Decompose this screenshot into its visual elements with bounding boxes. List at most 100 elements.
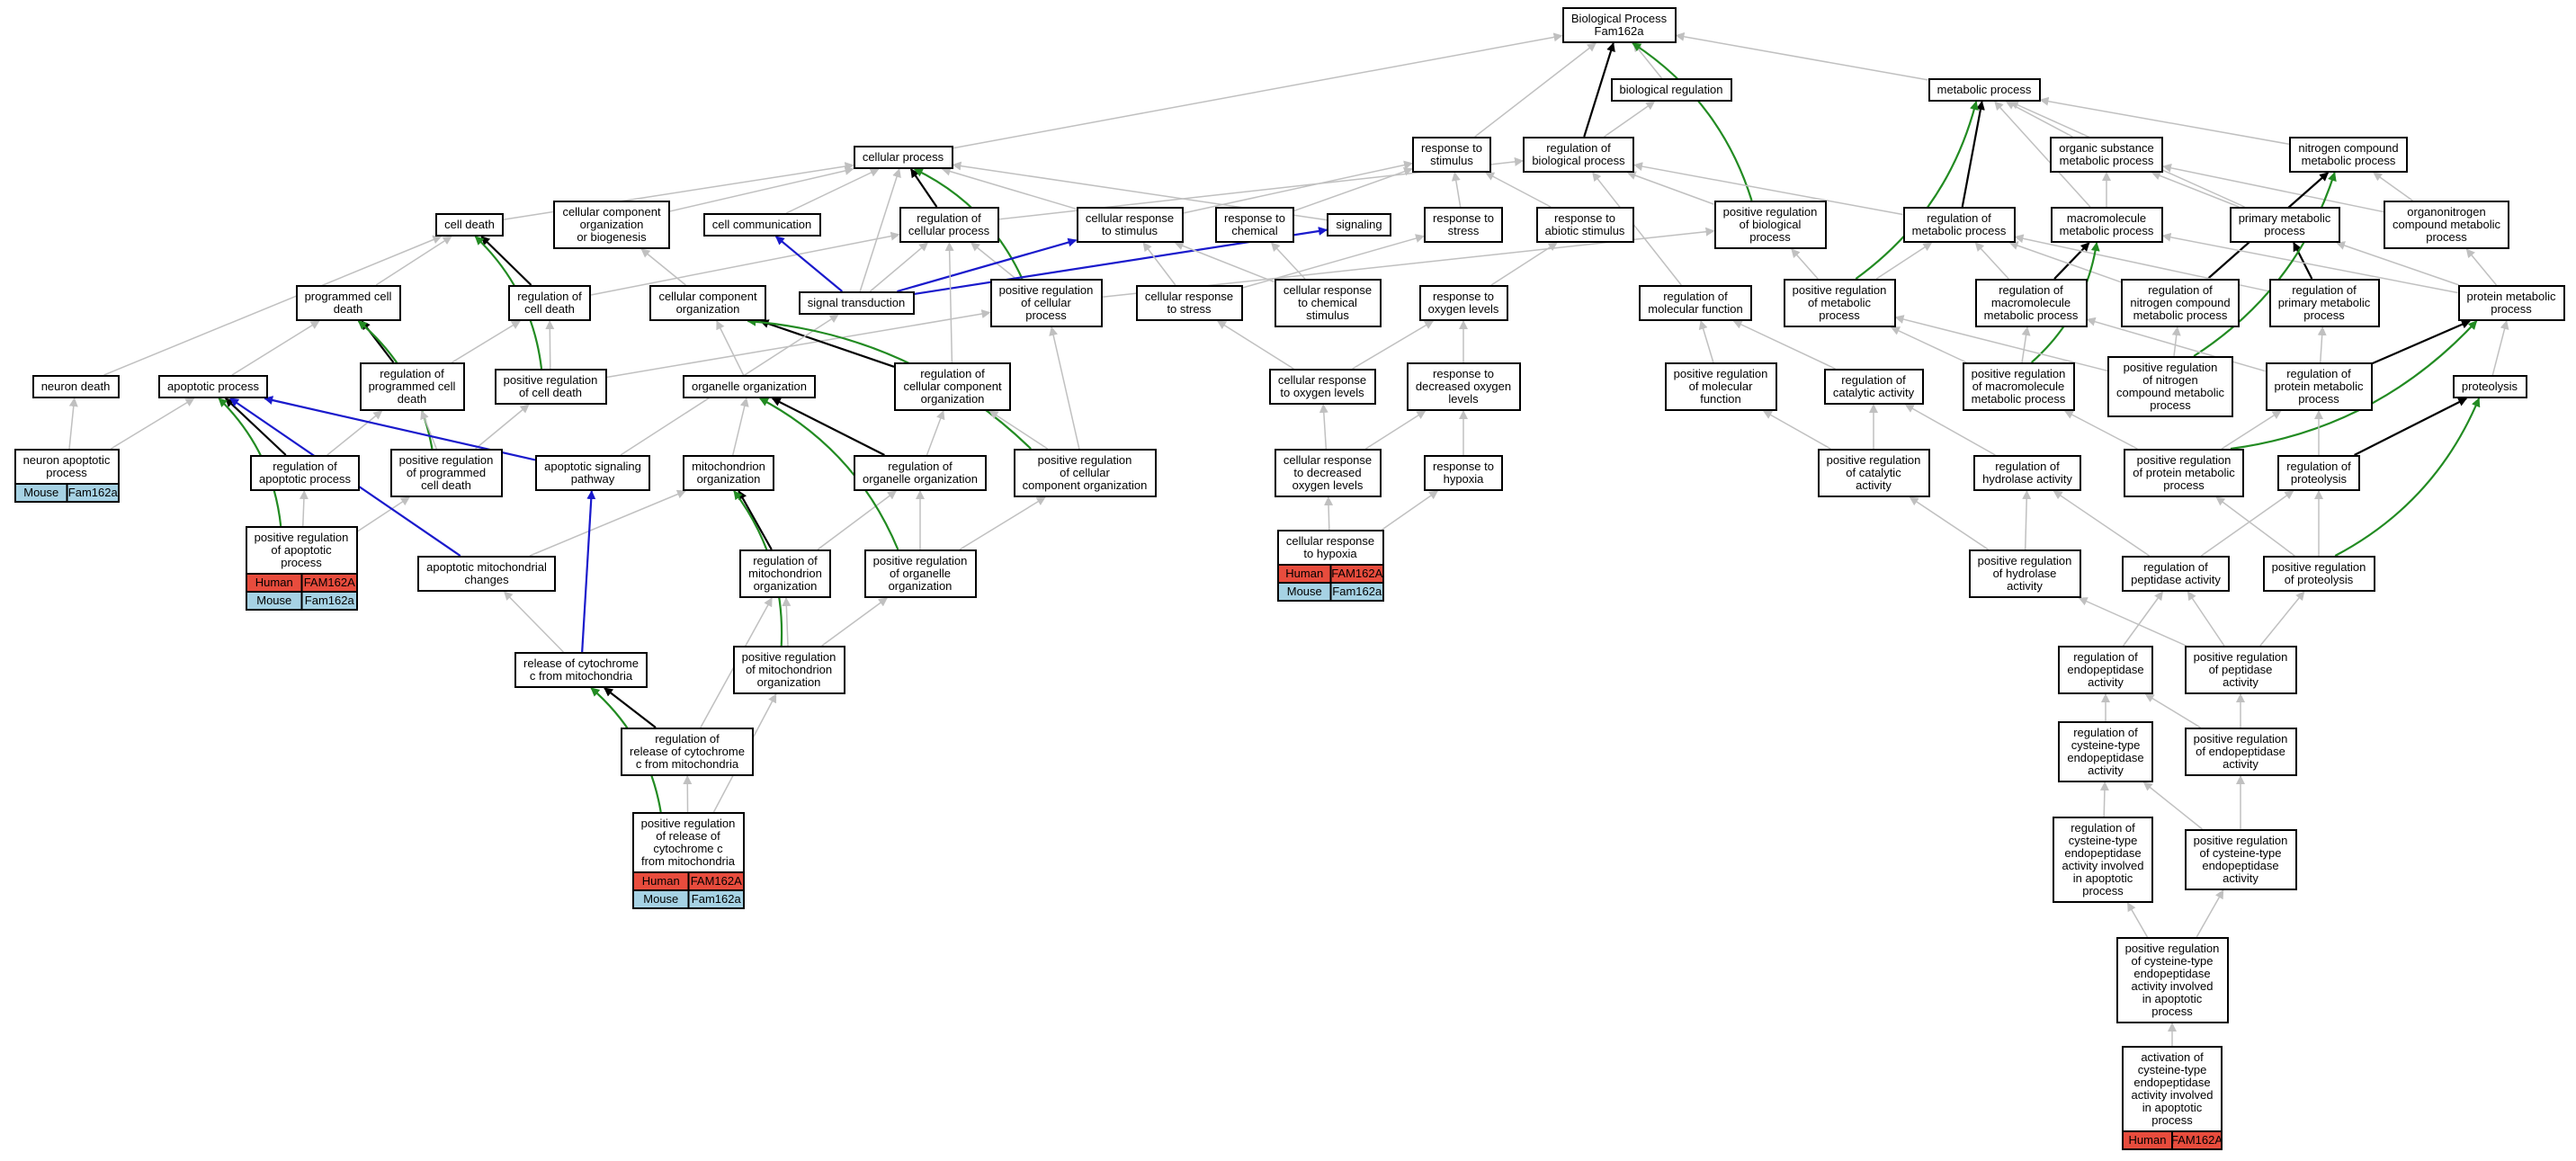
node-label-line: release of cytochrome bbox=[523, 656, 639, 670]
go-term-node[interactable]: cell death bbox=[435, 213, 504, 237]
go-term-node[interactable]: regulation ofcysteine-typeendopeptidasea… bbox=[2058, 721, 2153, 782]
go-term-node[interactable]: activation ofcysteine-typeendopeptidasea… bbox=[2122, 1046, 2223, 1150]
go-term-node[interactable]: metabolic process bbox=[1928, 78, 2041, 102]
node-label-line: response to bbox=[1433, 367, 1494, 380]
go-term-node[interactable]: regulation ofcysteine-typeendopeptidasea… bbox=[2053, 817, 2153, 903]
go-term-node[interactable]: signal transduction bbox=[799, 291, 915, 315]
go-term-node[interactable]: proteolysis bbox=[2453, 375, 2527, 398]
go-term-node[interactable]: signaling bbox=[1327, 213, 1391, 237]
node-label-line: of biological bbox=[1740, 218, 1802, 231]
go-term-node[interactable]: biological regulation bbox=[1611, 78, 1732, 102]
go-term-node[interactable]: cellular process bbox=[854, 146, 953, 169]
node-label-line: regulation of bbox=[1841, 373, 1906, 387]
go-term-node[interactable]: cell communication bbox=[703, 213, 821, 237]
node-box bbox=[1536, 207, 1634, 243]
node-box bbox=[2289, 137, 2408, 173]
node-label-line: positive regulation bbox=[1972, 367, 2066, 380]
node-box bbox=[495, 369, 607, 405]
node-label-line: c from mitochondria bbox=[636, 757, 739, 771]
node-label-line: regulation of bbox=[2073, 726, 2138, 739]
node-label-line: of protein metabolic bbox=[2133, 466, 2235, 479]
go-term-node[interactable]: organelle organization bbox=[683, 375, 816, 398]
node-box bbox=[1665, 362, 1777, 411]
node-label-line: to stress bbox=[1167, 302, 1212, 316]
edge-is-a bbox=[2063, 410, 2138, 450]
go-term-node[interactable]: neuron death bbox=[32, 375, 120, 398]
node-label-line: process bbox=[2264, 224, 2305, 237]
go-term-node[interactable]: apoptotic process bbox=[158, 375, 268, 398]
node-box bbox=[2185, 728, 2297, 776]
edge-is-a bbox=[2162, 163, 2384, 213]
